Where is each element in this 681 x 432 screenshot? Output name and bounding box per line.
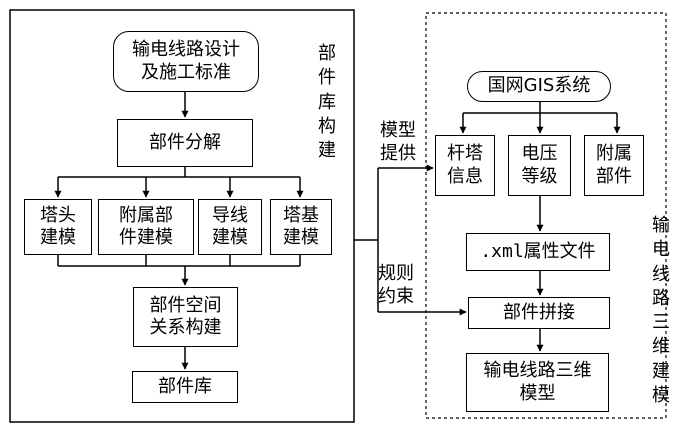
result-3d-model-node: 输电线路三维 模型 [466, 353, 609, 412]
right-module-frame [425, 12, 667, 419]
accessory-modeling-node: 附属部 件建模 [98, 199, 194, 255]
accessory-info-node: 附属 部件 [584, 135, 644, 196]
left-module-frame [9, 9, 355, 423]
xml-attribute-file-node: .xml属性文件 [466, 233, 610, 271]
conductor-modeling-node: 导线 建模 [198, 199, 262, 255]
design-standard-node: 输电线路设计 及施工标准 [113, 31, 259, 92]
model-provide-label: 模型 提供 [380, 120, 416, 164]
foundation-modeling-node: 塔基 建模 [270, 199, 332, 255]
rule-constraint-label: 规则 约束 [378, 263, 414, 307]
decomposition-node: 部件分解 [117, 119, 253, 167]
voltage-level-node: 电压 等级 [508, 135, 571, 196]
gis-system-node: 国网GIS系统 [467, 71, 611, 102]
component-assembly-node: 部件拼接 [468, 297, 610, 329]
right-module-title: 输电线路三维建模 [652, 215, 670, 407]
component-library-node: 部件库 [132, 371, 238, 403]
left-module-title: 部件库构建 [318, 43, 336, 162]
spatial-relations-node: 部件空间 关系构建 [133, 287, 238, 347]
tower-info-node: 杆塔 信息 [435, 135, 495, 196]
tower-head-modeling-node: 塔头 建模 [24, 199, 92, 255]
